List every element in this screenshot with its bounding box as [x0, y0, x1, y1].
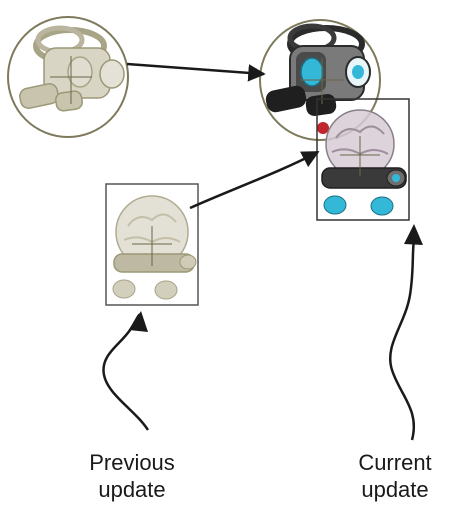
current-head-sprite: [259, 19, 381, 141]
current-label-pointer-arrow: [389, 239, 416, 441]
current-label-pointer-head: [404, 224, 423, 245]
previous-label-pointer-arrow: [102, 313, 150, 431]
current-update-label: Current update: [340, 449, 450, 503]
previous-update-label-line2: update: [98, 477, 166, 502]
current-body-sprite: [316, 98, 410, 221]
previous-head-sprite: [7, 16, 129, 138]
current-update-label-line1: Current: [358, 450, 432, 475]
head-transition-arrow: [126, 62, 266, 82]
previous-update-label-line1: Previous: [89, 450, 175, 475]
current-update-label-line2: update: [361, 477, 429, 502]
body-transition-arrow: [189, 150, 320, 210]
previous-label-pointer-head: [129, 311, 148, 332]
previous-update-label: Previous update: [62, 449, 202, 503]
previous-body-sprite: [105, 183, 199, 306]
